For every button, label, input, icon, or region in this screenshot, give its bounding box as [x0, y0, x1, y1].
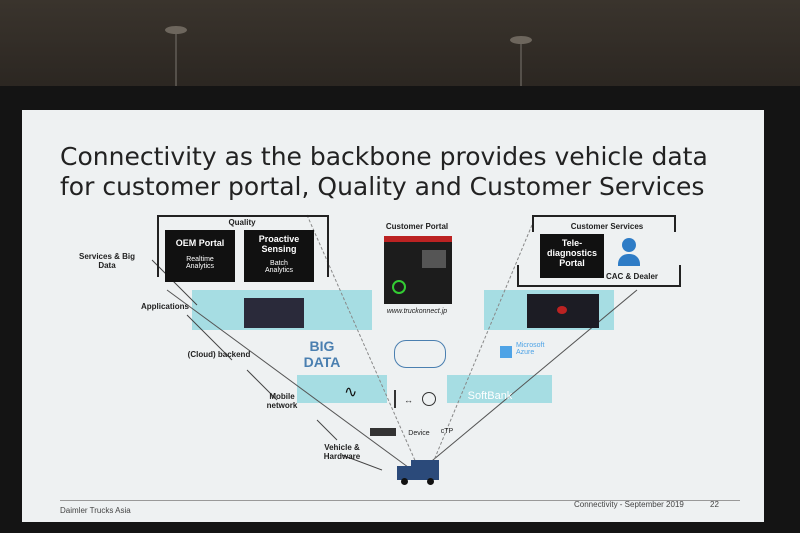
- portal-header-bar: [384, 236, 452, 242]
- layer-services-label: Services & Big Data: [78, 252, 136, 270]
- mobile-band-right: [447, 375, 552, 403]
- layer-cloud-label: (Cloud) backend: [187, 350, 251, 359]
- ctp-device-image: [370, 428, 396, 436]
- mobile-band: [297, 375, 387, 403]
- oem-portal-sub: Realtime Analytics: [185, 256, 214, 270]
- link-arrow-icon: ↔: [404, 395, 413, 405]
- oem-portal-block: OEM Portal Realtime Analytics: [165, 230, 235, 282]
- customer-services-bracket: [532, 215, 676, 232]
- footer-page-number: 22: [710, 500, 719, 509]
- portal-map: [422, 250, 446, 268]
- footer-divider: [60, 500, 740, 501]
- footer-info: Connectivity - September 2019: [574, 500, 684, 509]
- wifi-icon: ∿: [344, 384, 358, 401]
- layer-applications-label: Applications: [140, 302, 189, 311]
- softbank-logo: SoftBank: [467, 390, 513, 402]
- truck-icon: [397, 460, 439, 485]
- device-label: Device: [408, 430, 430, 437]
- customer-services-lower-bracket: [517, 265, 681, 287]
- customer-services-label: Customer Services: [570, 222, 644, 231]
- ceiling-lamp: [165, 26, 187, 34]
- cac-dealer-label: CAC & Dealer: [605, 272, 658, 281]
- azure-logo-text: Microsoft Azure: [516, 342, 545, 356]
- layer-vehicle-label: Vehicle & Hardware: [323, 443, 361, 461]
- quality-label: Quality: [228, 218, 256, 227]
- footer-company: Daimler Trucks Asia: [60, 506, 131, 515]
- ceiling-pole: [175, 28, 177, 88]
- ceiling-lamp: [510, 36, 532, 44]
- diagnostics-screenshot: [527, 294, 599, 328]
- antenna-icon: [394, 390, 396, 408]
- oem-portal-title: OEM Portal: [175, 238, 225, 248]
- quality-bracket: [157, 215, 329, 277]
- agent-icon: [618, 238, 640, 266]
- diagnostics-red-dot: [557, 306, 567, 314]
- ceiling-pole: [520, 40, 522, 88]
- presentation-slide: Connectivity as the backbone provides ve…: [22, 110, 764, 522]
- tele-diagnostics-block: Tele-diagnostics Portal: [540, 234, 604, 278]
- proactive-sensing-title: Proactive Sensing: [258, 234, 300, 254]
- satellite-icon: [422, 392, 436, 406]
- bigdata-logo: BIG DATA: [303, 338, 341, 370]
- tele-diagnostics-title: Tele-diagnostics Portal: [546, 238, 597, 268]
- funnel-lines: [151, 214, 638, 471]
- slide-title: Connectivity as the backbone provides ve…: [60, 142, 708, 201]
- windows-icon: [500, 346, 512, 358]
- ctp-label: cTP: [440, 428, 454, 435]
- customer-portal-label: Customer Portal: [385, 222, 449, 231]
- portal-gauge: [392, 280, 406, 294]
- azure-logo: Microsoft Azure: [500, 342, 560, 362]
- layer-mobile-label: Mobile network: [266, 392, 298, 410]
- customer-portal-url[interactable]: www.truckonnect.jp: [386, 308, 448, 315]
- customer-portal-screenshot: [384, 236, 452, 304]
- ceiling: [0, 0, 800, 90]
- proactive-sensing-sub: Batch Analytics: [264, 260, 293, 274]
- proactive-sensing-block: Proactive Sensing Batch Analytics: [244, 230, 314, 282]
- cloud-network-icon: [394, 340, 446, 368]
- devices-image: [244, 298, 304, 328]
